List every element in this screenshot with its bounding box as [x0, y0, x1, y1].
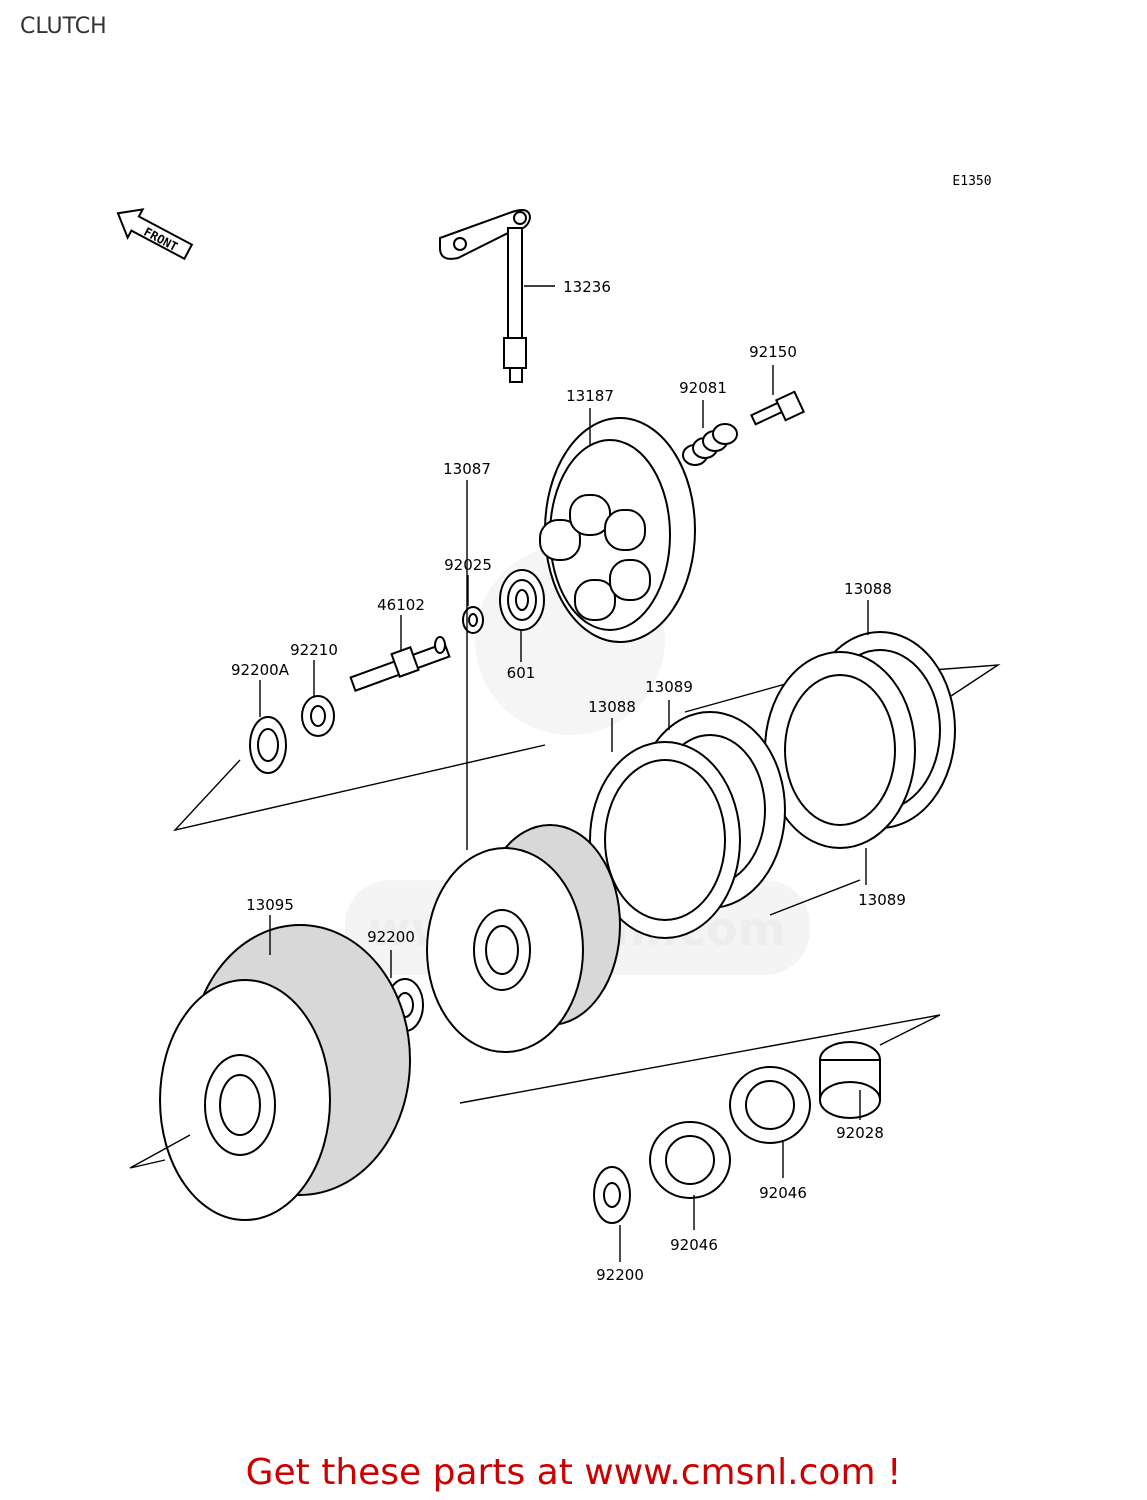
part-13187-pressure-plate — [539, 408, 696, 643]
label-13088-top: 13088 — [844, 580, 892, 598]
label-92200-middle: 92200 — [367, 928, 415, 946]
part-13236-lever — [439, 209, 555, 383]
footer-parts-link[interactable]: Get these parts at www.cmsnl.com ! — [245, 1452, 902, 1493]
label-92200-bottom: 92200 — [596, 1266, 644, 1284]
part-13087-clutch-hub — [426, 480, 621, 1053]
part-92210-nut — [301, 660, 335, 737]
part-13088-friction-plate-middle — [589, 718, 741, 939]
part-92200a-washer — [249, 680, 287, 774]
label-92046-left: 92046 — [670, 1236, 718, 1254]
label-92210: 92210 — [290, 641, 338, 659]
label-92028: 92028 — [836, 1124, 884, 1142]
part-92081-spring — [682, 400, 738, 466]
label-92046-right: 92046 — [759, 1184, 807, 1202]
part-92025-washer — [462, 575, 484, 634]
label-13187: 13187 — [566, 387, 614, 405]
label-92025: 92025 — [444, 556, 492, 574]
label-92081: 92081 — [679, 379, 727, 397]
part-92200-washer-bottom — [593, 1166, 631, 1262]
diagram-code: E1350 — [952, 174, 991, 189]
label-92150: 92150 — [749, 343, 797, 361]
label-13089-top: 13089 — [645, 678, 693, 696]
axis-line-lower — [459, 1014, 941, 1104]
label-46102: 46102 — [377, 596, 425, 614]
part-601-bearing — [499, 569, 545, 662]
part-46102-rod — [349, 615, 451, 692]
label-92200a: 92200A — [231, 661, 290, 679]
label-13095: 13095 — [246, 896, 294, 914]
label-601: 601 — [507, 664, 536, 682]
label-13087: 13087 — [443, 460, 491, 478]
clutch-exploded-diagram: www.cmsnl.com E1350 FRONT 13236 92150 92… — [116, 174, 1001, 1284]
axis-line-lower-left — [129, 1134, 191, 1169]
page-title: CLUTCH — [20, 14, 107, 39]
part-92046-bearing-left — [649, 1121, 731, 1230]
part-13095-clutch-housing — [159, 915, 411, 1221]
axis-line-upper — [172, 744, 546, 832]
part-92046-bearing-right — [729, 1066, 811, 1178]
part-13089-steel-plate-right — [764, 651, 916, 885]
front-arrow-icon: FRONT — [116, 208, 194, 261]
part-92028-sleeve — [819, 1041, 881, 1120]
label-13089-bottom: 13089 — [858, 891, 906, 909]
label-13236: 13236 — [563, 278, 611, 296]
label-13088-middle: 13088 — [588, 698, 636, 716]
axis-line-middle — [769, 879, 861, 916]
part-92150-bolt — [750, 365, 806, 426]
